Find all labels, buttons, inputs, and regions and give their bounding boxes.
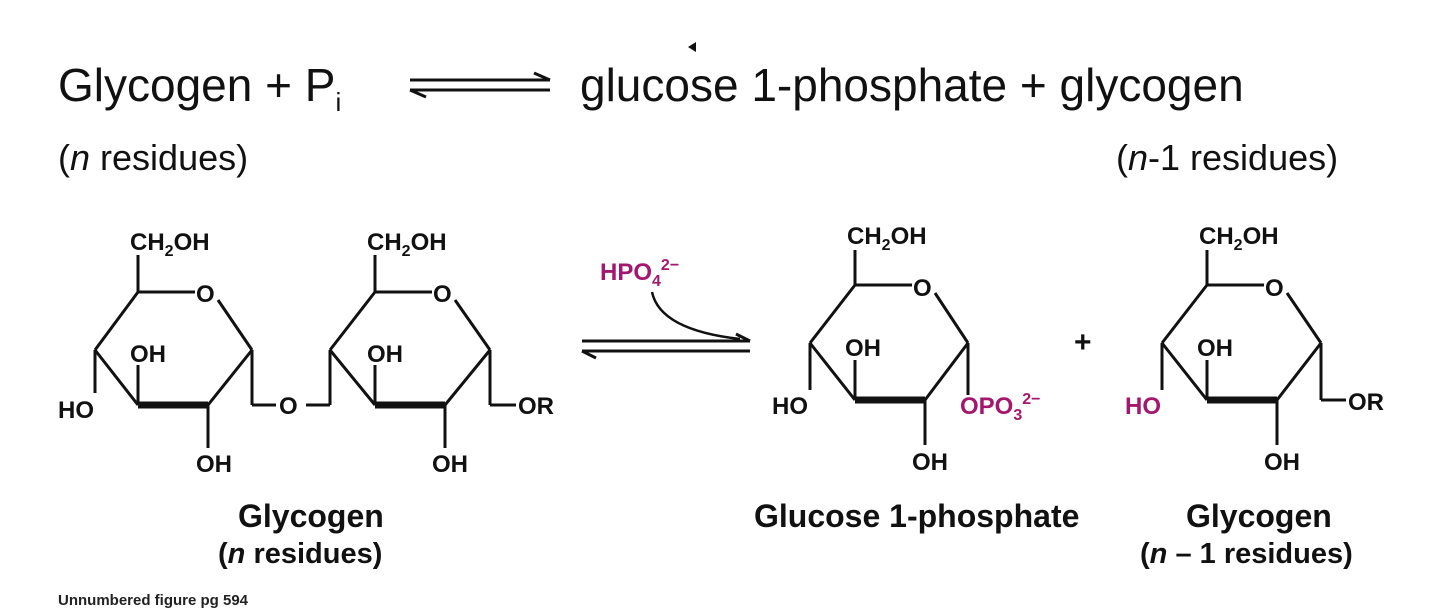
ring3-oh-3: OH xyxy=(845,335,881,362)
opo3-label: OPO32− xyxy=(960,391,1041,424)
left-residues: (n residues) xyxy=(58,137,249,178)
ring1-ch2oh: CH2OH xyxy=(130,229,210,260)
ring3-ho-4: HO xyxy=(772,393,808,420)
glycogen-ring-1 xyxy=(93,255,276,448)
equation-left-term: Glycogen + P xyxy=(58,59,336,111)
ring2-or: OR xyxy=(518,393,554,420)
figure-credit: Unnumbered figure pg 594 xyxy=(58,592,249,609)
ring4-ho-4: HO xyxy=(1125,393,1161,420)
ring3-ch2oh: CH2OH xyxy=(847,223,927,254)
glycogen-residues-text: residues) xyxy=(245,538,383,570)
ring2-oxygen: O xyxy=(433,281,452,308)
ring4-oxygen: O xyxy=(1265,275,1284,302)
equation-left: Glycogen + Pi xyxy=(58,62,341,115)
ring1-oh-2: OH xyxy=(196,451,232,478)
g1p-caption: Glucose 1-phosphate xyxy=(754,498,1080,534)
ring4-oh-2: OH xyxy=(1264,449,1300,476)
glycogen-n-1-ring xyxy=(1160,250,1346,445)
right-residues: (n-1 residues) xyxy=(1116,137,1339,178)
right-residues-text: -1 residues) xyxy=(1148,137,1339,178)
mouse-cursor-icon xyxy=(688,42,696,52)
glycogen-residues-n: n xyxy=(227,538,246,570)
left-residues-text: residues) xyxy=(90,137,249,178)
equilibrium-arrow-top xyxy=(409,71,551,99)
pi-subscript: i xyxy=(335,87,342,117)
glycogen-residues-caption: (n residues) xyxy=(218,538,383,570)
hpo4-label: HPO42− xyxy=(600,257,679,290)
ring4-oh-3: OH xyxy=(1197,335,1233,362)
right-residues-n: n xyxy=(1128,137,1149,178)
glycogen-n-1-residues-n: n xyxy=(1149,538,1168,570)
ring1-oh-3: OH xyxy=(130,341,166,368)
ring2-oh-3: OH xyxy=(367,341,403,368)
equilibrium-arrow-reaction xyxy=(581,291,751,360)
ring3-oxygen: O xyxy=(913,275,932,302)
glycosidic-oxygen: O xyxy=(279,393,298,420)
ring2-ch2oh: CH2OH xyxy=(367,229,447,260)
ring2-oh-2: OH xyxy=(432,451,468,478)
ring3-oh-2: OH xyxy=(912,449,948,476)
glycogen-n-1-caption: Glycogen xyxy=(1186,498,1332,534)
ring1-ho-4: HO xyxy=(58,397,94,424)
g1p-ring xyxy=(808,250,970,445)
glycogen-n-1-residues-caption: (n – 1 residues) xyxy=(1140,538,1353,570)
ring4-ch2oh: CH2OH xyxy=(1199,223,1279,254)
left-residues-n: n xyxy=(70,137,91,178)
glycogen-ring-2 xyxy=(328,255,516,448)
ring1-oxygen: O xyxy=(196,281,215,308)
glycogen-n-1-residues-text: – 1 residues) xyxy=(1167,538,1353,570)
equation-right: glucose 1-phosphate + glycogen xyxy=(580,59,1244,111)
ring4-or: OR xyxy=(1348,389,1384,416)
plus-sign: + xyxy=(1074,326,1092,359)
glycogen-caption: Glycogen xyxy=(238,498,384,534)
